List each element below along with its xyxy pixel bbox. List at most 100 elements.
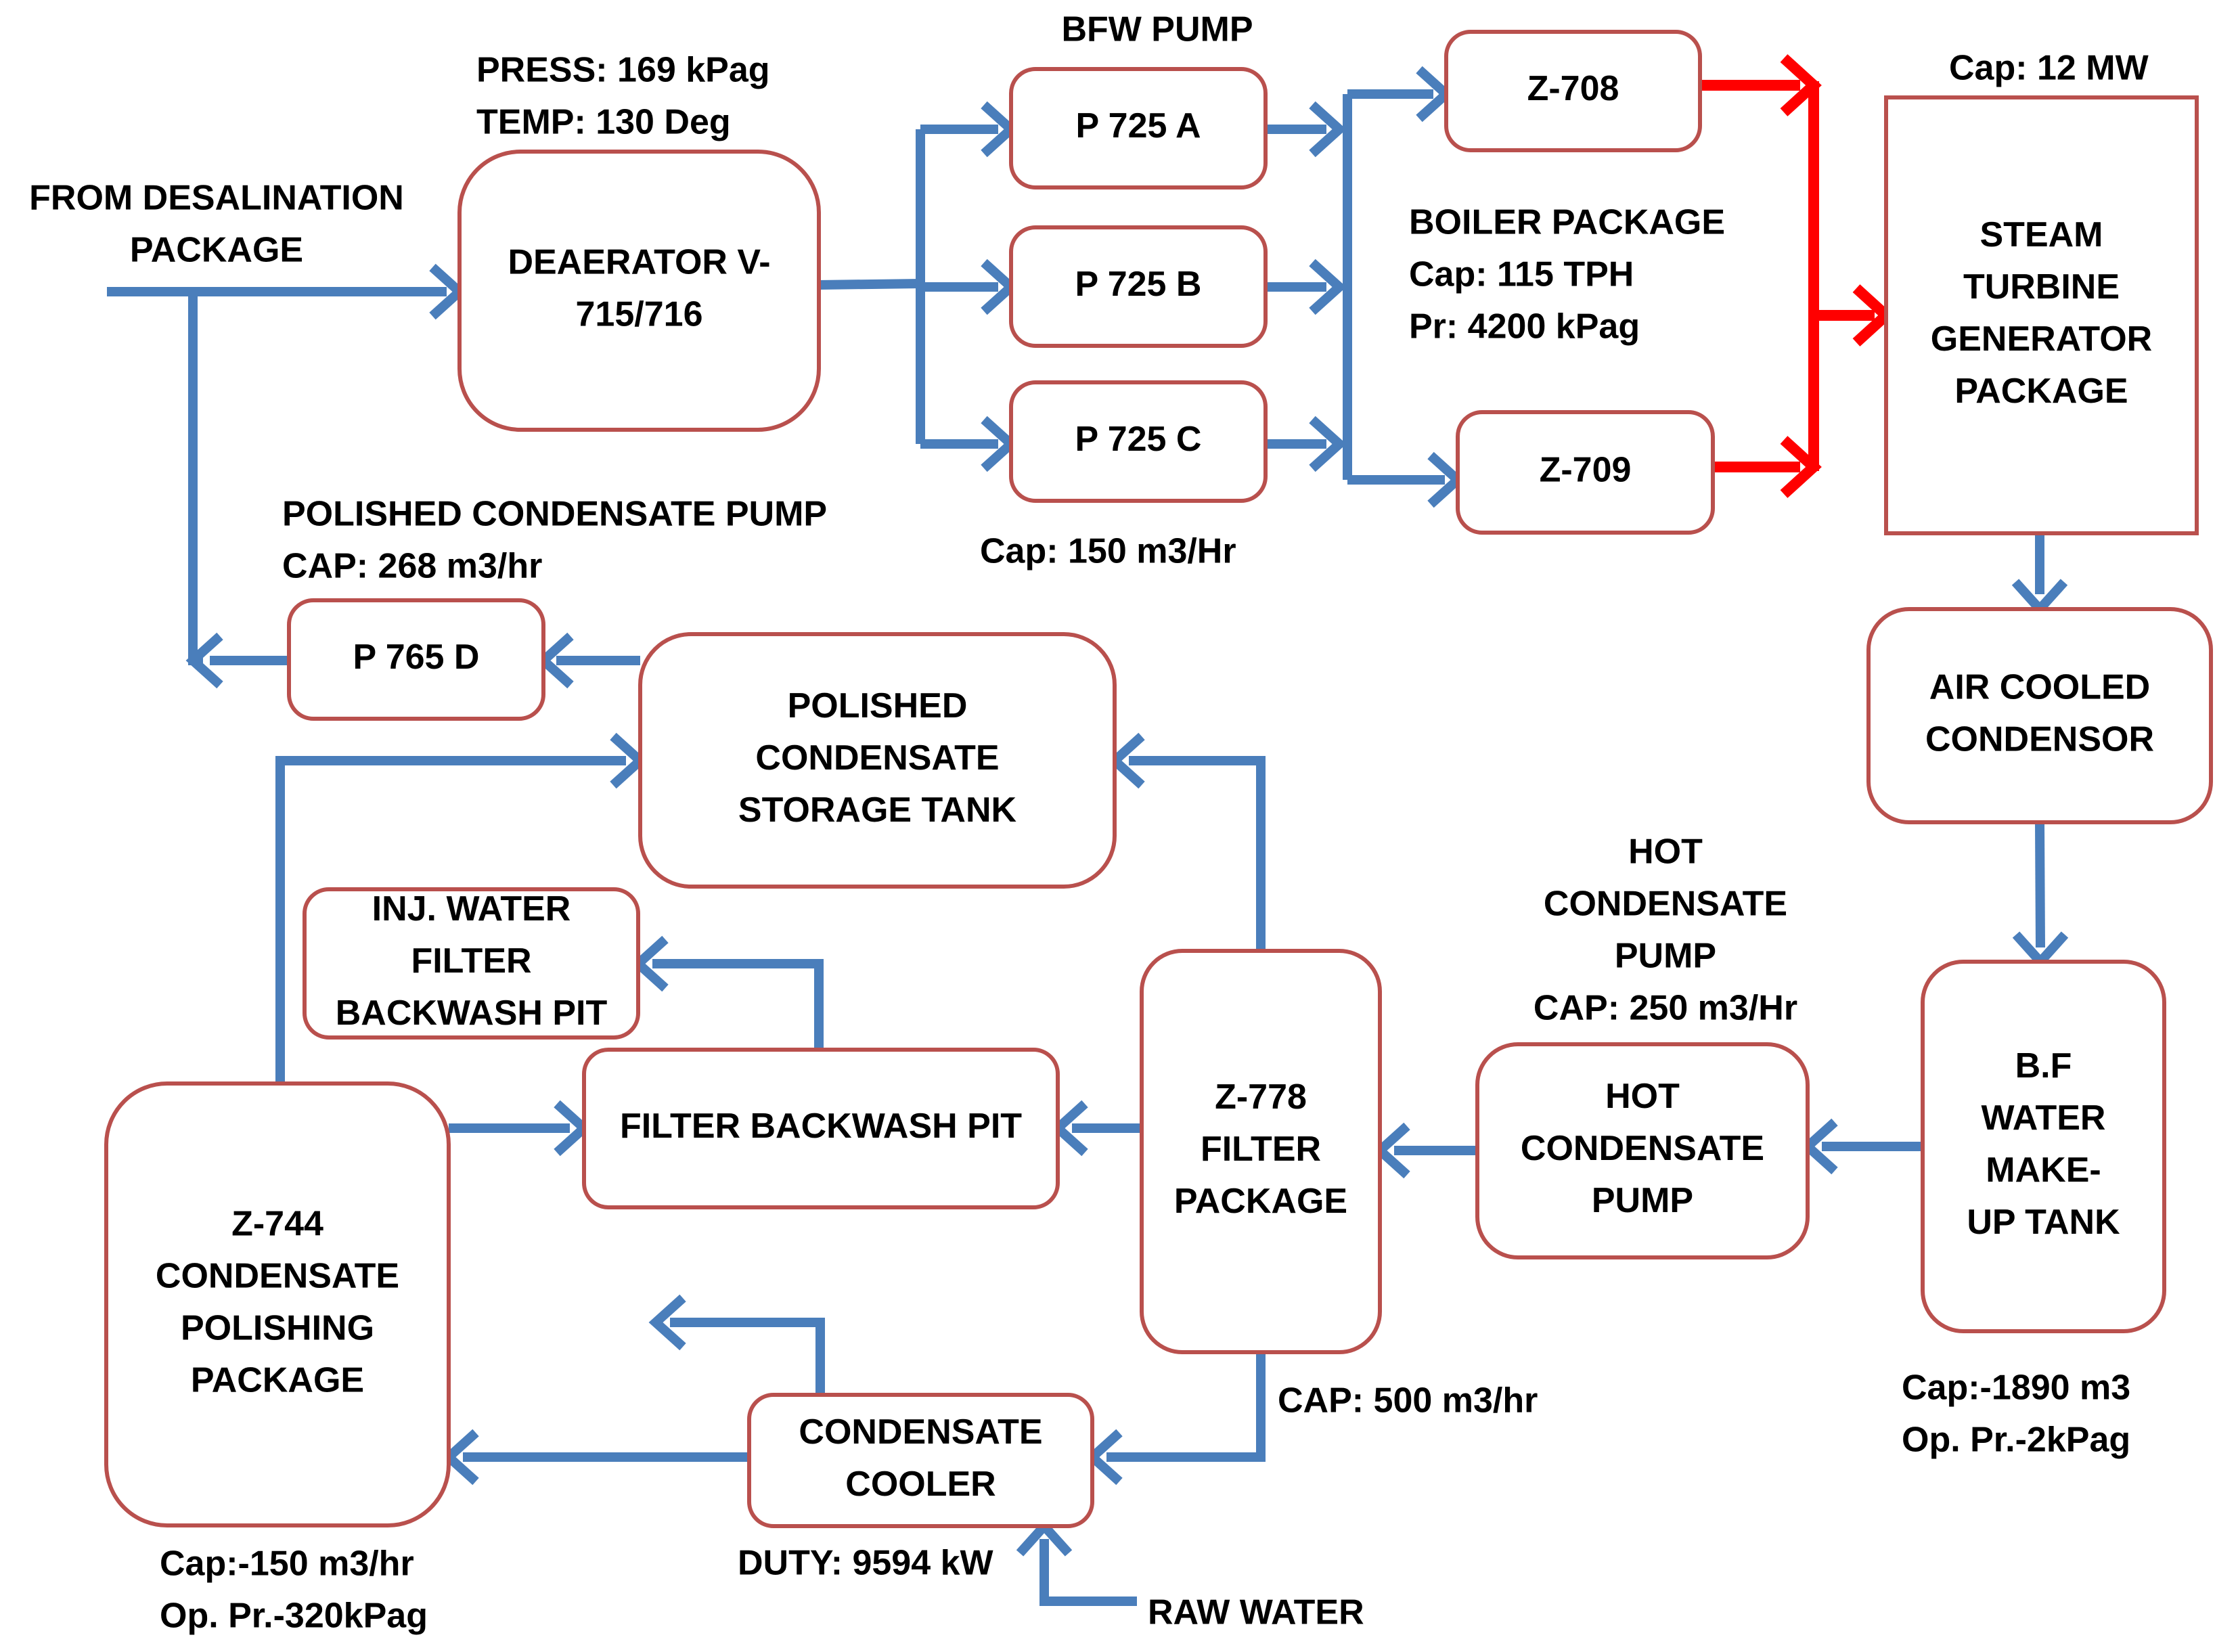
text-line: PUMP <box>1615 937 1716 976</box>
boiler-z709-box: Z-709 <box>1456 410 1715 535</box>
text-line: P 725 C <box>1075 420 1202 459</box>
text-line: FILTER BACKWASH PIT <box>620 1107 1022 1146</box>
text-line: Op. Pr.-320kPag <box>160 1597 428 1636</box>
discharge-to-z709 <box>1347 451 1465 508</box>
text-line: PRESS: 169 kPag <box>476 51 770 90</box>
desalination-branch-down <box>185 292 223 689</box>
text-line: Z-709 <box>1540 451 1632 490</box>
text-line: CAP: 500 m3/hr <box>1278 1381 1538 1421</box>
bf-tank-to-hot-pump <box>1800 1118 1923 1175</box>
z744-to-filter-pit <box>449 1100 591 1157</box>
text-line: PACKAGE <box>1174 1182 1347 1221</box>
z778-filter-package-box-outline <box>1140 949 1382 1354</box>
p725a-to-discharge-arrowhead <box>1309 101 1347 158</box>
filter-backwash-pit-box-outline <box>582 1048 1060 1209</box>
deaerator-box: DEAERATOR V-715/716 <box>457 150 821 432</box>
p725c-to-discharge-arrowhead <box>1309 416 1347 472</box>
text-line: DUTY: 9594 kW <box>738 1544 994 1583</box>
text-line: P 765 D <box>353 638 480 677</box>
desalination-to-deaerator <box>107 263 467 320</box>
text-line: P 725 A <box>1075 106 1201 146</box>
text-line: CONDENSOR <box>1925 720 2154 759</box>
turbine-capacity-label: Cap: 12 MW <box>1949 49 2149 88</box>
bfw-pump-label: BFW PUMP <box>1061 10 1253 49</box>
text-line: Op. Pr.-2kPag <box>1902 1421 2130 1460</box>
filter-backwash-pit-box: FILTER BACKWASH PIT <box>582 1048 1060 1209</box>
text-line: CONDENSATE <box>799 1412 1042 1452</box>
polished-tank-to-p765d <box>536 632 640 689</box>
text-line: CONDENSATE <box>1521 1129 1764 1168</box>
header-to-p725a <box>920 101 1019 158</box>
header-to-p725b <box>920 259 1019 315</box>
desalination-branch-down-line <box>188 292 203 665</box>
text-line: TEMP: 130 Deg <box>476 103 731 142</box>
turbine-to-air-cooled <box>2011 533 2068 617</box>
cond-cooler-to-z744 <box>441 1429 749 1486</box>
z744-to-polished-tank-line <box>275 756 626 1084</box>
text-line: BACKWASH PIT <box>336 994 608 1033</box>
cooler-duty-label: DUTY: 9594 kW <box>738 1544 994 1583</box>
text-line: Pr: 4200 kPag <box>1409 307 1640 347</box>
z709-steam-line <box>1713 436 1822 498</box>
steam-to-turbine <box>1814 284 1894 347</box>
hot-condensate-pump-box-outline <box>1475 1042 1810 1259</box>
text-line: Cap: 150 m3/Hr <box>980 532 1236 571</box>
text-line: CAP: 250 m3/Hr <box>1534 989 1797 1028</box>
text-line: PACKAGE <box>1954 372 2128 411</box>
pump-p725a-box: P 725 A <box>1009 67 1268 189</box>
text-line: BOILER PACKAGE <box>1409 203 1725 242</box>
z778-to-polished-tank-line <box>1129 756 1266 951</box>
text-line: DEAERATOR V- <box>508 243 770 282</box>
text-line: INJ. WATER <box>372 889 571 929</box>
text-line: CAP: 268 m3/hr <box>282 547 542 586</box>
air-cooled-to-bf-tank <box>2012 822 2069 969</box>
pump-p725c-box-outline <box>1009 380 1268 503</box>
z778-to-cond-cooler-line <box>1106 1352 1266 1462</box>
text-line: CONDENSATE <box>1544 885 1787 924</box>
cond-cooler-cw-outlet-line <box>670 1318 825 1395</box>
text-line: POLISHED CONDENSATE PUMP <box>282 495 827 534</box>
z744-condensate-polishing-package-box-outline <box>104 1081 451 1527</box>
steam-turbine-generator-box: STEAM TURBINE GENERATOR PACKAGE <box>1884 95 2199 535</box>
raw-water-inlet-line <box>1039 1539 1137 1606</box>
z778-capacity-label: CAP: 500 m3/hr <box>1278 1381 1538 1421</box>
text-line: CONDENSATE <box>755 738 999 778</box>
bf-water-makeup-tank-box-outline <box>1921 960 2166 1333</box>
p725b-to-discharge-arrowhead <box>1309 259 1347 315</box>
raw-water-label: RAW WATER <box>1148 1593 1364 1632</box>
bfw-pump-capacity-label: Cap: 150 m3/Hr <box>980 532 1236 571</box>
polished-condensate-pump-label: POLISHED CONDENSATE PUMP CAP: 268 m3/hr <box>282 495 827 586</box>
text-line: HOT <box>1605 1077 1680 1116</box>
text-line: FROM DESALINATION <box>29 179 404 218</box>
text-line: RAW WATER <box>1148 1593 1364 1632</box>
pump-p725a-box-outline <box>1009 67 1268 189</box>
text-line: UP TANK <box>1967 1203 2120 1242</box>
text-line: Z-778 <box>1215 1077 1307 1117</box>
z778-to-filter-pit <box>1050 1100 1142 1157</box>
polished-condensate-storage-tank-box-outline <box>638 632 1117 889</box>
text-line: Cap:-150 m3/hr <box>160 1544 414 1584</box>
boiler-z709-box-outline <box>1456 410 1715 535</box>
text-line: STEAM <box>1980 215 2103 254</box>
text-line: GENERATOR <box>1931 319 2152 359</box>
equipment-boxes: DEAERATOR V-715/716 P 725 A P 725 B P 725 C… <box>104 30 2213 1528</box>
pump-p765d-box: P 765 D <box>287 598 545 721</box>
text-line: MAKE- <box>1986 1151 2101 1190</box>
text-line: Cap: 115 TPH <box>1409 255 1634 294</box>
boiler-z708-box-outline <box>1444 30 1702 152</box>
pump-p725b-box: P 725 B <box>1009 225 1268 348</box>
text-line: POLISHED <box>788 686 968 725</box>
text-line: P 725 B <box>1075 265 1202 304</box>
steam-turbine-generator-box-outline <box>1884 95 2199 535</box>
text-line: COOLER <box>845 1465 995 1504</box>
text-line: TURBINE <box>1963 267 2120 307</box>
text-line: PACKAGE <box>191 1361 364 1400</box>
